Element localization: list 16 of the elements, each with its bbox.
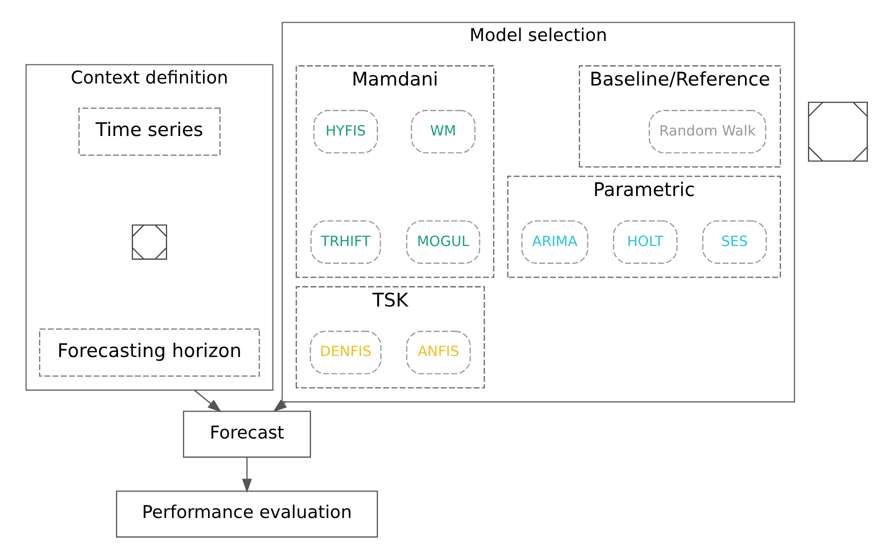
node-box: ARIMA <box>521 220 588 264</box>
node-box: Forecasting horizon <box>39 328 260 377</box>
node-box: ANFIS <box>406 330 471 374</box>
node-box: DENFIS <box>310 330 382 374</box>
node-box: Time series <box>78 108 221 156</box>
node-box: Performance evaluation <box>116 490 378 538</box>
node-box: HOLT <box>612 220 678 264</box>
node-box: TRHIFT <box>310 220 381 264</box>
node-box: HYFIS <box>313 110 378 154</box>
node-box: Forecast <box>182 410 311 458</box>
arrow <box>242 457 252 493</box>
node-box: SES <box>702 220 767 264</box>
node-box: WM <box>410 110 476 154</box>
arrow <box>194 390 222 412</box>
node-box: MOGUL <box>406 220 480 264</box>
node-box: Random Walk <box>648 110 766 154</box>
